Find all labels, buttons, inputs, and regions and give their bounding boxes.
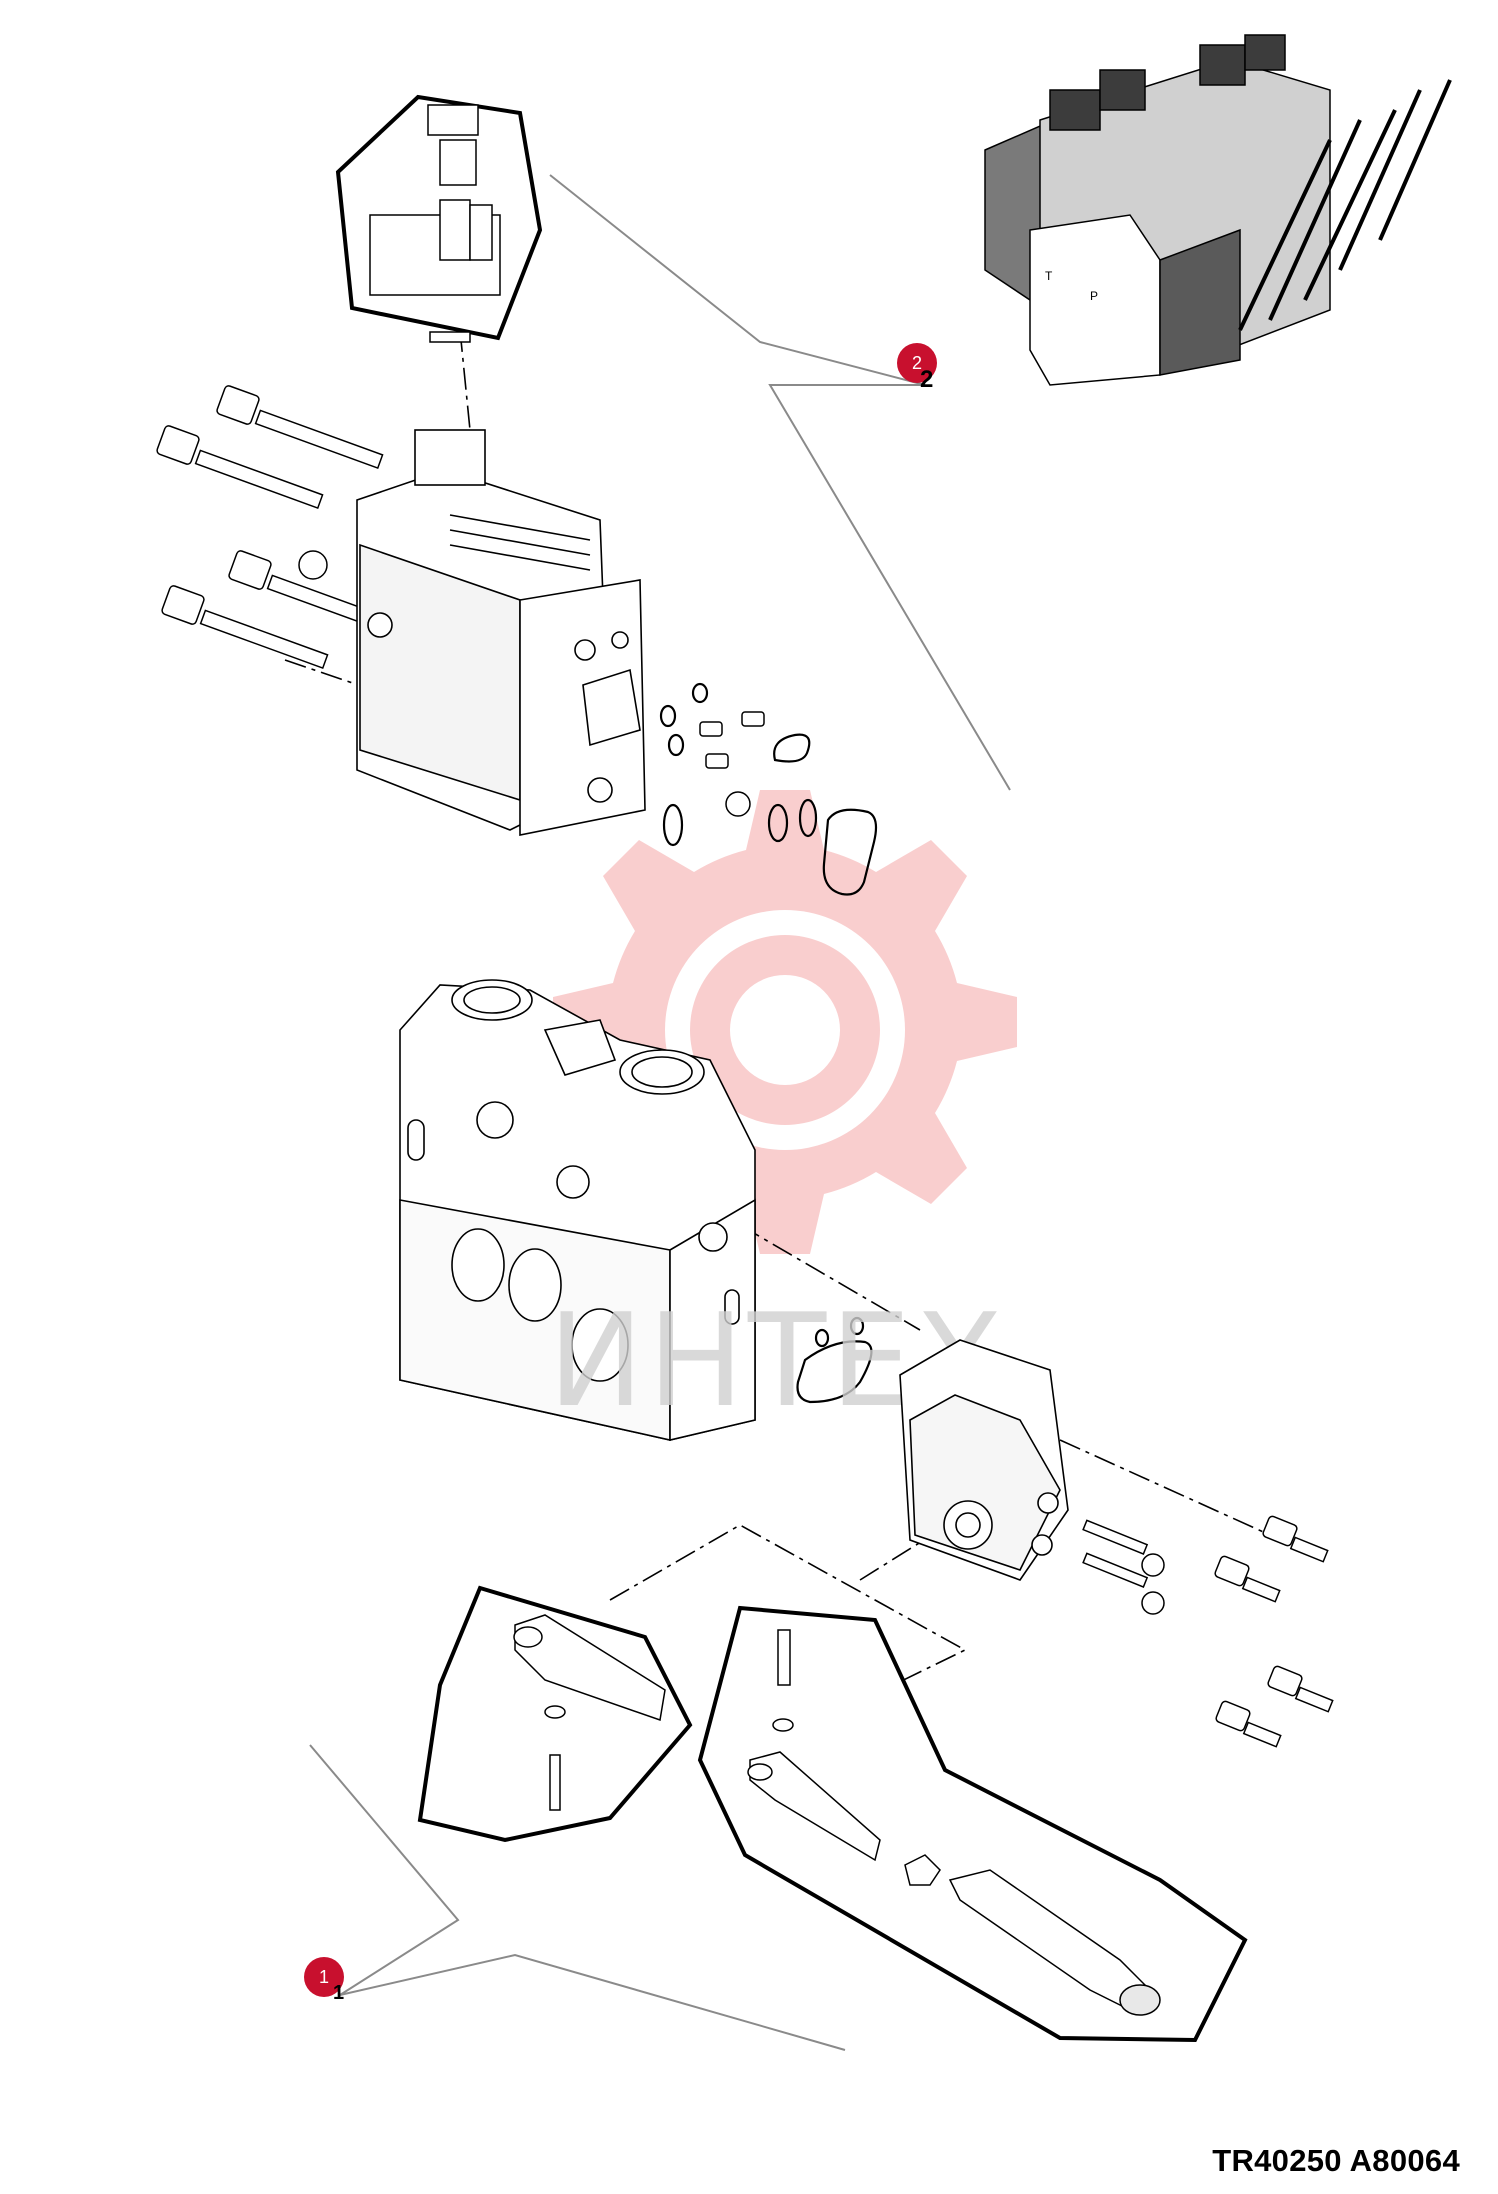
callout-1-number: 1 <box>318 1967 329 1987</box>
seals-orings <box>659 682 878 1404</box>
lever-inset-left <box>417 1585 693 1843</box>
callout-2-number: 2 <box>911 353 922 373</box>
callout-2-ref: 2 <box>920 366 934 393</box>
svg-text:P: P <box>1090 289 1098 303</box>
leader-lines <box>309 174 1011 2051</box>
end-cover <box>899 1339 1069 1581</box>
callout-2-marker[interactable]: 2 <box>897 343 937 383</box>
lever-inset-right <box>697 1605 1248 2043</box>
solenoid-actuator <box>356 429 646 836</box>
drawing-code: TR40250 A80064 <box>1212 2143 1460 2178</box>
valve-body <box>399 979 756 1442</box>
screws-lower <box>1082 1515 1334 1748</box>
assembled-valve-view: T P <box>984 34 1452 386</box>
callout-1-ref: 1 <box>333 1982 345 2004</box>
svg-text:T: T <box>1045 269 1053 283</box>
callout-1-marker[interactable]: 1 <box>304 1957 344 1997</box>
bolts-upper <box>156 385 396 670</box>
connector-inset <box>335 94 543 343</box>
